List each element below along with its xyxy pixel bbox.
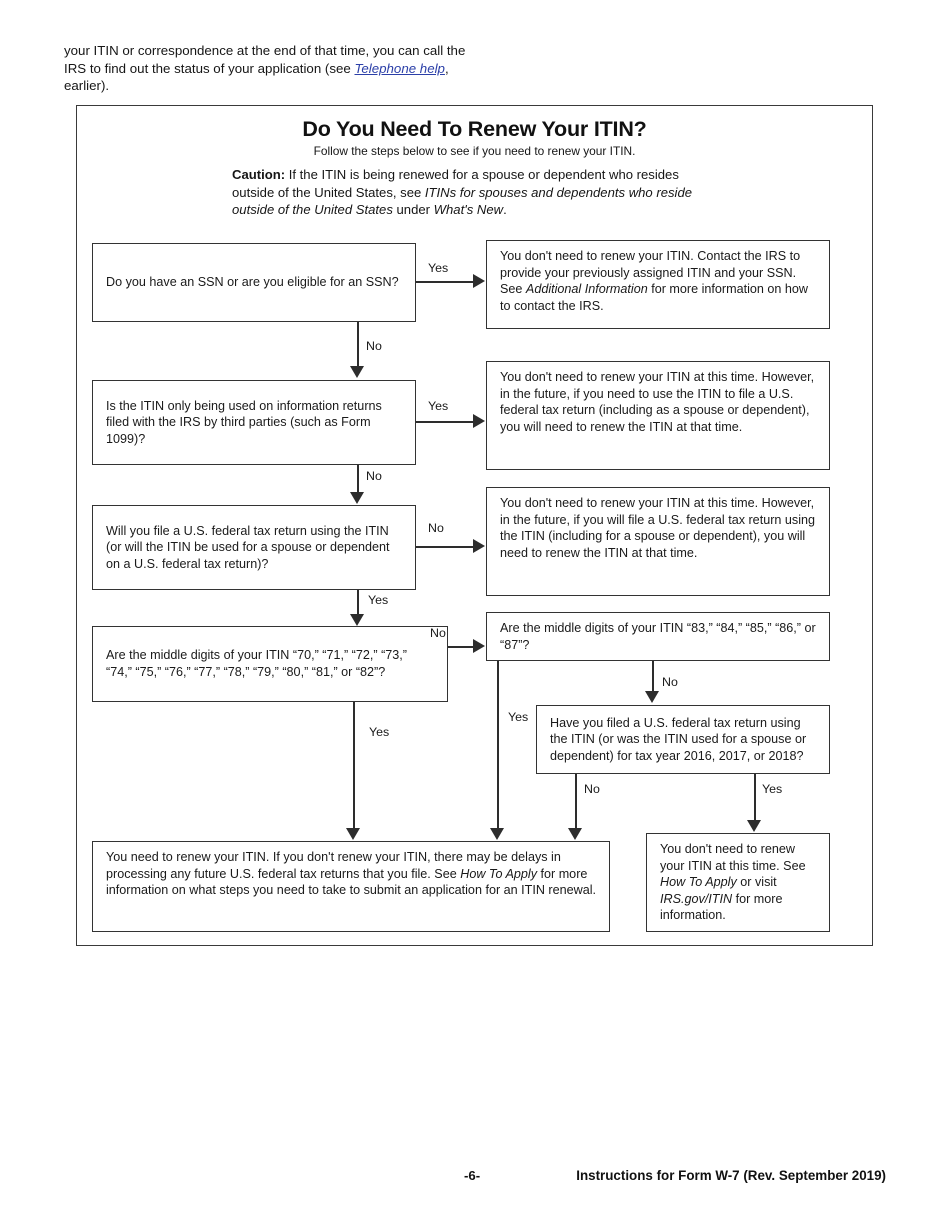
edge-label-q3-yes: Yes [368,593,389,607]
outcome-box-no-renew-contact-irs: You don't need to renew your ITIN. Conta… [486,240,830,329]
edge-label-q6-yes: Yes [762,782,783,796]
connector-q5-yes-arrow [490,828,505,840]
footer-page-number: -6- [464,1168,481,1183]
connector-q4-no-arrow [473,639,485,653]
caution-note: Caution: If the ITIN is being renewed fo… [232,166,712,219]
caution-italic-2: What's New [433,202,504,218]
edge-label-q5-no: No [662,675,678,689]
connector-q4-yes-arrow [346,828,361,840]
connector-q5-no-line [652,661,654,692]
question-box-ssn-eligible: Do you have an SSN or are you eligible f… [92,243,416,322]
edge-label-q4-no: No [430,626,446,640]
connector-q2-no-arrow [350,492,365,504]
question-box-information-returns-text: Is the ITIN only being used on informati… [106,398,382,446]
outcome-box-no-renew-final: You don't need to renew your ITIN at thi… [646,833,830,932]
outcome-box-no-renew-future-file: You don't need to renew your ITIN at thi… [486,487,830,596]
caution-label: Caution: [232,167,286,182]
outcome-a1-text-2: for more information on how to contact t… [500,282,809,313]
question-box-will-file-return-text: Will you file a U.S. federal tax return … [106,523,390,571]
intro-text-before-link: your ITIN or correspondence at the end o… [64,43,466,76]
caution-text-2: under [392,202,434,218]
question-box-middle-digits-70-82: Are the middle digits of your ITIN “70,”… [92,626,448,702]
footer-form-title: Instructions for Form W-7 (Rev. Septembe… [576,1168,886,1183]
connector-q6-no-line [575,774,577,829]
outcome-final-norenew-italic-1: How To Apply [660,875,737,890]
question-box-will-file-return: Will you file a U.S. federal tax return … [92,505,416,590]
connector-q4-yes-line [353,702,355,829]
connector-q4-no-line [448,646,474,648]
outcome-a1-text-1: You don't need to renew your ITIN. Conta… [500,249,801,297]
edge-label-q1-no: No [366,339,382,353]
outcome-a1-italic: Additional Information [525,282,648,297]
connector-q6-no-arrow [568,828,583,840]
connector-q1-yes-arrow [473,274,485,288]
connector-q6-yes-line [754,774,756,821]
question-box-ssn-eligible-text: Do you have an SSN or are you eligible f… [106,275,399,290]
caution-text-1: If the ITIN is being renewed for a spous… [232,167,679,200]
edge-label-q2-yes: Yes [428,399,449,413]
outcome-final-renew-text-1: You need to renew your ITIN. If you don'… [106,850,561,881]
connector-q6-yes-arrow [747,820,762,832]
intro-paragraph: your ITIN or correspondence at the end o… [64,42,484,95]
question-box-filed-return-2016-2018-text: Have you filed a U.S. federal tax return… [550,715,807,763]
connector-q1-no-line [357,322,359,367]
connector-q3-no-arrow [473,539,485,553]
outcome-final-norenew-text-2: or visit [736,875,777,890]
connector-q1-yes-line [416,281,474,283]
question-box-middle-digits-83-87-text: Are the middle digits of your ITIN “83,”… [500,620,816,652]
question-box-middle-digits-83-87: Are the middle digits of your ITIN “83,”… [486,612,830,661]
edge-label-q1-yes: Yes [428,261,449,275]
question-box-information-returns: Is the ITIN only being used on informati… [92,380,416,465]
connector-q3-yes-arrow [350,614,365,626]
connector-q3-no-line [416,546,474,548]
telephone-help-link[interactable]: Telephone help [354,60,445,76]
question-box-middle-digits-70-82-text: Are the middle digits of your ITIN “70,”… [106,648,407,679]
edge-label-q4-yes: Yes [369,725,390,739]
chart-title: Do You Need To Renew Your ITIN? [302,117,647,141]
connector-q3-yes-line [357,590,359,615]
outcome-final-norenew-italic-2: IRS.gov/ITIN [660,891,733,906]
outcome-a2-text: You don't need to renew your ITIN at thi… [500,370,815,434]
outcome-final-norenew-text-1: You don't need to renew your ITIN at thi… [660,842,806,873]
connector-q5-yes-line [497,661,499,829]
intro-text-after-link: , earlier). [64,60,449,94]
connector-q1-no-arrow [350,366,365,378]
outcome-box-must-renew: You need to renew your ITIN. If you don'… [92,841,610,932]
caution-text-3: . [503,202,507,218]
edge-label-q6-no: No [584,782,600,796]
caution-italic-1: ITINs for spouses and dependents who res… [232,184,693,218]
connector-q5-no-arrow [645,691,660,703]
edge-label-q2-no: No [366,469,382,483]
chart-subtitle: Follow the steps below to see if you nee… [313,144,636,158]
outcome-box-no-renew-future-use: You don't need to renew your ITIN at thi… [486,361,830,470]
outcome-final-renew-text-2: for more information on what steps you n… [106,866,597,898]
question-box-filed-return-2016-2018: Have you filed a U.S. federal tax return… [536,705,830,774]
connector-q2-yes-line [416,421,474,423]
edge-label-q5-yes: Yes [508,710,529,724]
edge-label-q3-no: No [428,521,444,535]
connector-q2-yes-arrow [473,414,485,428]
outcome-a3-text: You don't need to renew your ITIN at thi… [500,496,815,560]
outcome-final-norenew-text-3: for more information. [660,891,783,923]
outcome-final-renew-italic: How To Apply [460,866,537,881]
connector-q2-no-line [357,465,359,493]
